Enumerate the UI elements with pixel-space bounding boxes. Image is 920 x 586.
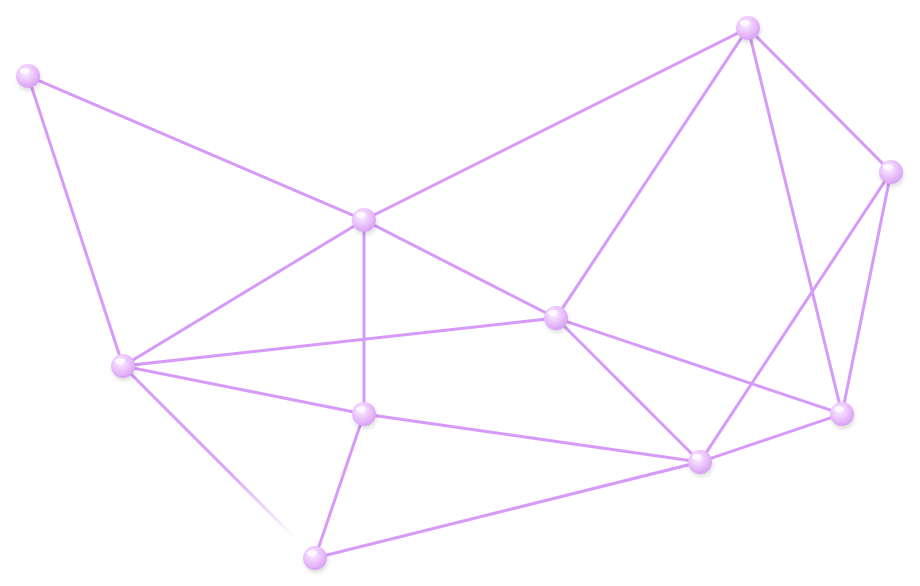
node-ball bbox=[16, 64, 40, 88]
node-ball bbox=[303, 546, 327, 570]
edge-n5-n6 bbox=[121, 364, 366, 416]
node-ball bbox=[111, 354, 135, 378]
node-ball bbox=[879, 160, 903, 184]
edge-n3-n4 bbox=[746, 26, 893, 174]
node-n5 bbox=[111, 354, 136, 381]
edge-n1-n2 bbox=[26, 74, 366, 222]
node-n6 bbox=[352, 402, 377, 429]
edge-n3-n8 bbox=[746, 26, 844, 416]
node-n2 bbox=[352, 208, 377, 235]
node-highlight bbox=[883, 164, 893, 170]
edge-n4-n8 bbox=[840, 170, 893, 416]
edge-n6-n9 bbox=[362, 412, 702, 464]
node-highlight bbox=[548, 310, 558, 316]
node-ball bbox=[544, 306, 568, 330]
nodes-layer bbox=[16, 16, 904, 573]
node-highlight bbox=[692, 454, 702, 460]
node-n8 bbox=[830, 402, 855, 429]
node-n4 bbox=[879, 160, 904, 187]
edge-n8-n9 bbox=[698, 412, 844, 464]
edge-n1-n5 bbox=[26, 74, 125, 368]
edge-n4-n9 bbox=[698, 170, 893, 464]
node-ball bbox=[352, 208, 376, 232]
node-n9 bbox=[688, 450, 713, 477]
node-ball bbox=[830, 402, 854, 426]
node-ball bbox=[736, 16, 760, 40]
edge-n7-n9 bbox=[554, 316, 702, 464]
node-n7 bbox=[544, 306, 569, 333]
edge-n10-n9 bbox=[313, 460, 702, 560]
node-highlight bbox=[307, 550, 317, 556]
edge-n5-n7 bbox=[121, 316, 558, 368]
node-highlight bbox=[356, 212, 366, 218]
node-highlight bbox=[834, 406, 844, 412]
node-ball bbox=[688, 450, 712, 474]
edge-n6-n10 bbox=[313, 412, 366, 560]
node-highlight bbox=[356, 406, 366, 412]
node-highlight bbox=[115, 358, 125, 364]
node-highlight bbox=[20, 68, 30, 74]
node-n1 bbox=[16, 64, 41, 91]
edge-n2-n3 bbox=[362, 26, 750, 222]
edges-layer bbox=[26, 26, 893, 560]
edge-n2-n7 bbox=[362, 218, 558, 320]
edge-n3-n7 bbox=[554, 26, 750, 320]
edge-n7-n8 bbox=[554, 316, 844, 416]
node-ball bbox=[352, 402, 376, 426]
node-n10 bbox=[303, 546, 328, 573]
edge-n2-n5 bbox=[121, 218, 366, 368]
node-highlight bbox=[740, 20, 750, 26]
node-n3 bbox=[736, 16, 761, 43]
edge-n5-n10 bbox=[121, 364, 317, 560]
